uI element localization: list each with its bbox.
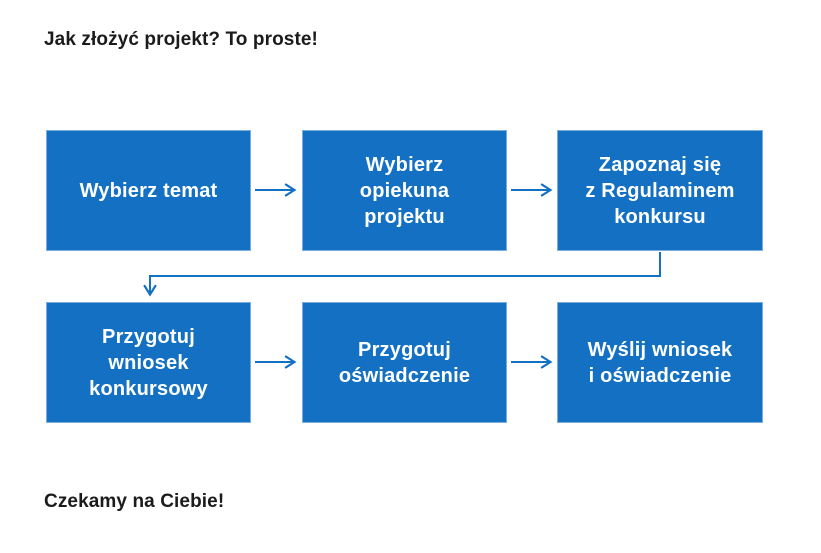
flow-step-box-4: Przygotuj wniosek konkursowy [46, 302, 251, 423]
flow-step-label-6: Wyślij wniosek i oświadczenie [587, 338, 733, 387]
page-title: Jak złożyć projekt? To proste! [44, 29, 318, 50]
arrow-step3-step4-elbow [143, 252, 661, 297]
flow-step-box-5: Przygotuj oświadczenie [302, 302, 507, 423]
flow-step-box-2: Wybierz opiekuna projektu [302, 130, 507, 251]
flow-step-box-3: Zapoznaj się z Regulaminem konkursu [557, 130, 763, 251]
flow-step-box-6: Wyślij wniosek i oświadczenie [557, 302, 763, 423]
flow-step-label-4: Przygotuj wniosek konkursowy [89, 325, 208, 400]
flow-step-label-5: Przygotuj oświadczenie [338, 338, 471, 387]
flow-step-label-1: Wybierz temat [79, 179, 218, 202]
flow-step-label-3: Zapoznaj się z Regulaminem konkursu [585, 153, 735, 228]
flow-step-box-1: Wybierz temat [46, 130, 251, 251]
footer-text: Czekamy na Ciebie! [44, 491, 225, 512]
flow-step-label-2: Wybierz opiekuna projektu [359, 153, 450, 228]
